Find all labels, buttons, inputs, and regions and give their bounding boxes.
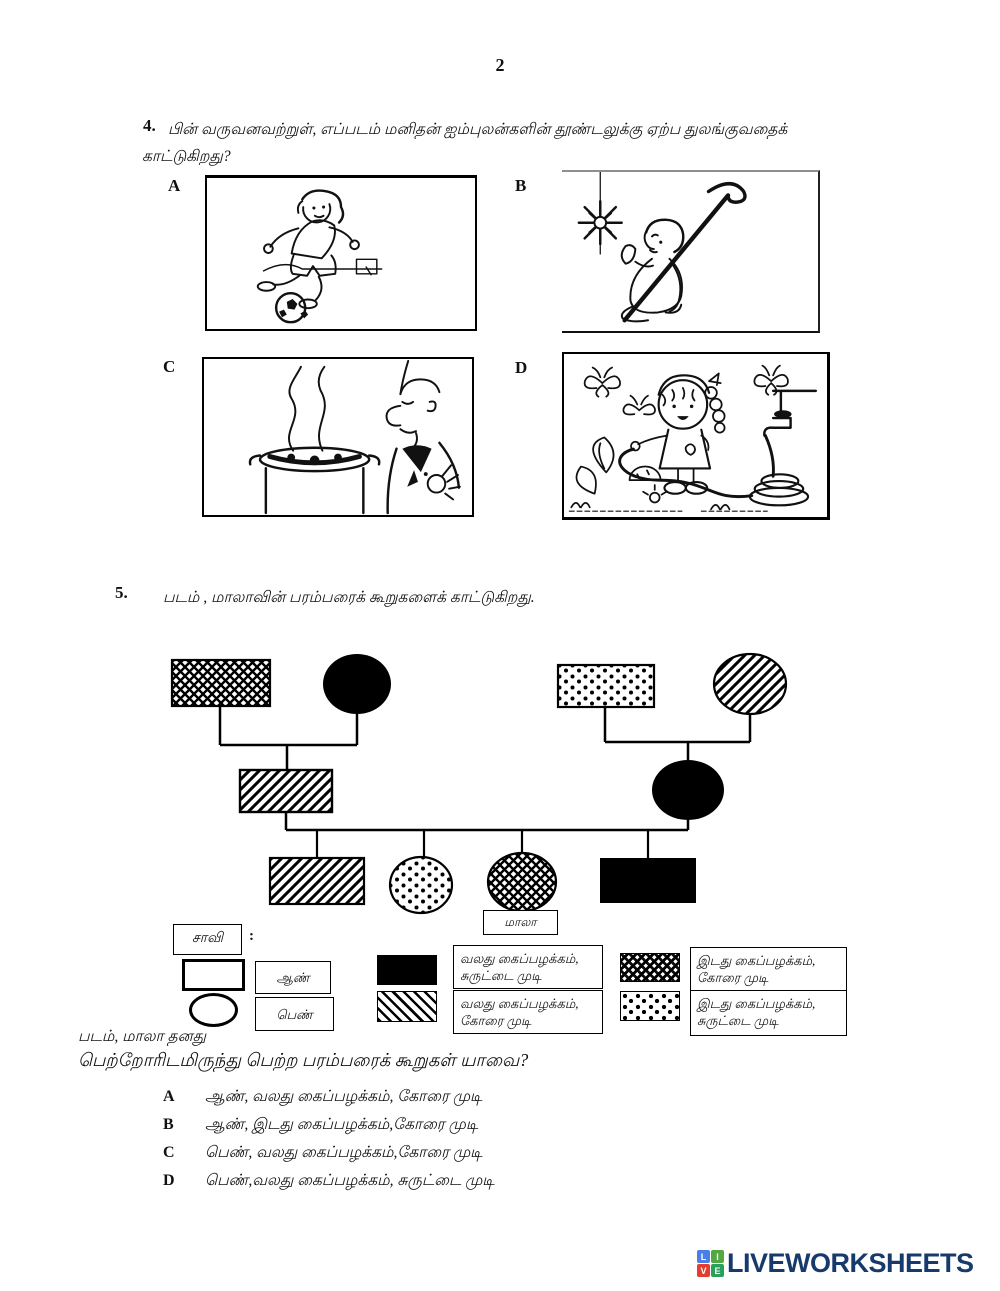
pedigree-gen1-right-mother: [712, 652, 788, 716]
q5-number: 5.: [115, 583, 128, 602]
q5-answer-d[interactable]: D பெண்,வலது கைப்பழக்கம், சுருட்டை முடி: [163, 1172, 495, 1191]
logo-letter-i: I: [711, 1250, 724, 1263]
q4-number: 4.: [143, 116, 156, 135]
pedigree-gen2-father: [238, 768, 334, 814]
q4-option-b-letter: B: [515, 176, 527, 195]
legend-label-male: ஆண்: [255, 961, 331, 994]
legend-swatch-female: [189, 993, 238, 1027]
pedigree-diagram: [140, 640, 840, 950]
legend-swatch-male: [182, 959, 245, 991]
child-praying-star-crook-drawing: [577, 172, 747, 323]
q4-option-d-letter: D: [515, 358, 528, 377]
liveworksheets-logo[interactable]: L I V E LIVEWORKSHEETS: [697, 1248, 974, 1279]
liveworksheets-logo-text: LIVEWORKSHEETS: [727, 1248, 974, 1278]
q5-question-line1: படம், மாலா தனது: [78, 1028, 207, 1045]
q4-option-a-letter: A: [168, 176, 181, 195]
girl-watering-garden-drawing: [568, 364, 818, 512]
q5-question-line2: பெற்றோரிடமிருந்து பெற்ற பரம்பரைக் கூறுகள…: [78, 1050, 529, 1070]
pedigree-child1: [268, 856, 366, 906]
chef-smelling-pot-drawing: [248, 359, 461, 515]
pedigree-child3-mala: [486, 851, 558, 913]
legend-swatch-diagonal: [377, 991, 437, 1022]
q4-option-c-image[interactable]: [202, 357, 474, 517]
q5-answer-c[interactable]: C பெண், வலது கைப்பழக்கம்,கோரை முடி: [163, 1144, 483, 1163]
q4-option-c-letter: C: [163, 357, 176, 376]
boy-kicking-football-drawing: [256, 189, 383, 324]
answer-text: பெண், வலது கைப்பழக்கம்,கோரை முடி: [205, 1144, 483, 1161]
answer-text: ஆண், இடது கைப்பழக்கம்,கோரை முடி: [205, 1116, 479, 1133]
legend-label-right-hand-curly: வலது கைப்பழக்கம், சுருட்டை முடி: [453, 945, 603, 989]
q5-intro: படம் , மாலாவின் பரம்பரைக் கூறுகளைக் காட்…: [163, 589, 535, 606]
pedigree-gen1-left-mother: [323, 654, 391, 714]
q4-text-line1: பின் வருவனவற்றுள், எப்படம் மனிதன் ஐம்புல…: [168, 121, 788, 138]
logo-letter-v: V: [697, 1264, 710, 1277]
answer-letter: C: [163, 1144, 175, 1161]
pedigree-child4: [600, 858, 696, 903]
legend-colon: :: [249, 928, 254, 944]
pedigree-gen1-left-father: [170, 658, 272, 708]
answer-letter: B: [163, 1116, 174, 1133]
page-number: 2: [495, 55, 505, 75]
answer-text: பெண்,வலது கைப்பழக்கம், சுருட்டை முடி: [205, 1172, 495, 1189]
logo-letter-e: E: [711, 1264, 724, 1277]
q4-option-b-image[interactable]: [562, 170, 820, 333]
q5-answer-b[interactable]: B ஆண், இடது கைப்பழக்கம்,கோரை முடி: [163, 1116, 478, 1135]
pedigree-gen1-right-father: [556, 663, 656, 709]
legend-swatch-crosshatch: [620, 953, 680, 982]
pedigree-child2: [388, 855, 454, 915]
legend-label-left-hand-straight: இடது கைப்பழக்கம், கோரை முடி: [690, 947, 847, 993]
liveworksheets-logo-icon: L I V E: [697, 1250, 724, 1277]
legend-label-right-hand-straight: வலது கைப்பழக்கம், கோரை முடி: [453, 990, 603, 1034]
legend-label-left-hand-curly: இடது கைப்பழக்கம், சுருட்டை முடி: [690, 990, 847, 1036]
legend-swatch-solid-black: [377, 955, 437, 985]
legend-swatch-dotted: [620, 991, 680, 1021]
q4-option-a-image[interactable]: [205, 175, 477, 331]
answer-letter: A: [163, 1088, 175, 1105]
pedigree-gen2-mother: [652, 760, 724, 820]
legend-title: சாவி: [173, 924, 242, 955]
q4-text-line2: காட்டுகிறது?: [142, 148, 231, 165]
q5-answer-a[interactable]: A ஆண், வலது கைப்பழக்கம், கோரை முடி: [163, 1088, 482, 1107]
legend-label-female: பெண்: [255, 997, 334, 1031]
answer-letter: D: [163, 1172, 175, 1189]
answer-text: ஆண், வலது கைப்பழக்கம், கோரை முடி: [205, 1088, 483, 1105]
logo-letter-l: L: [697, 1250, 710, 1263]
q4-option-d-image[interactable]: [562, 352, 830, 520]
mala-name-label: மாலா: [483, 910, 558, 935]
